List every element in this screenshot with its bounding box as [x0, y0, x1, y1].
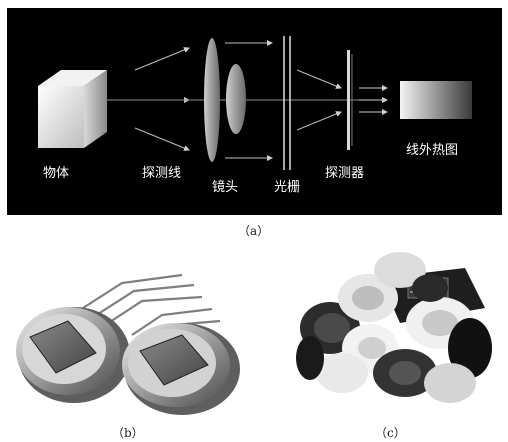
caption-b: （b） — [112, 426, 144, 440]
label-grating: 光栅 — [274, 180, 301, 195]
lens-primary — [204, 38, 220, 162]
caption-c: （c） — [375, 426, 406, 440]
label-object: 物体 — [43, 166, 70, 181]
detector — [347, 50, 353, 150]
caption-a: （a） — [238, 224, 270, 238]
lens-secondary — [226, 64, 246, 134]
grating — [283, 36, 291, 170]
schematic-diagram — [38, 36, 472, 170]
label-detector: 探测器 — [325, 166, 365, 181]
fabric-roses — [296, 252, 492, 403]
label-lens: 镜头 — [212, 180, 239, 195]
object-cube — [38, 70, 107, 148]
sensor-left — [16, 307, 130, 403]
output-arrows — [359, 85, 388, 115]
label-thermal-image: 线外热图 — [406, 143, 459, 158]
transmitted-rays — [225, 40, 273, 161]
sensor-right — [122, 323, 240, 415]
schematic-panel: 物体 探测线 镜头 光栅 探测器 线外热图 — [7, 8, 502, 215]
focused-rays — [296, 69, 342, 131]
hairclip-photo — [296, 252, 492, 403]
sensor-photo — [16, 273, 240, 415]
incident-rays — [127, 47, 190, 151]
label-rays: 探测线 — [142, 166, 182, 181]
thermal-image — [400, 81, 472, 119]
